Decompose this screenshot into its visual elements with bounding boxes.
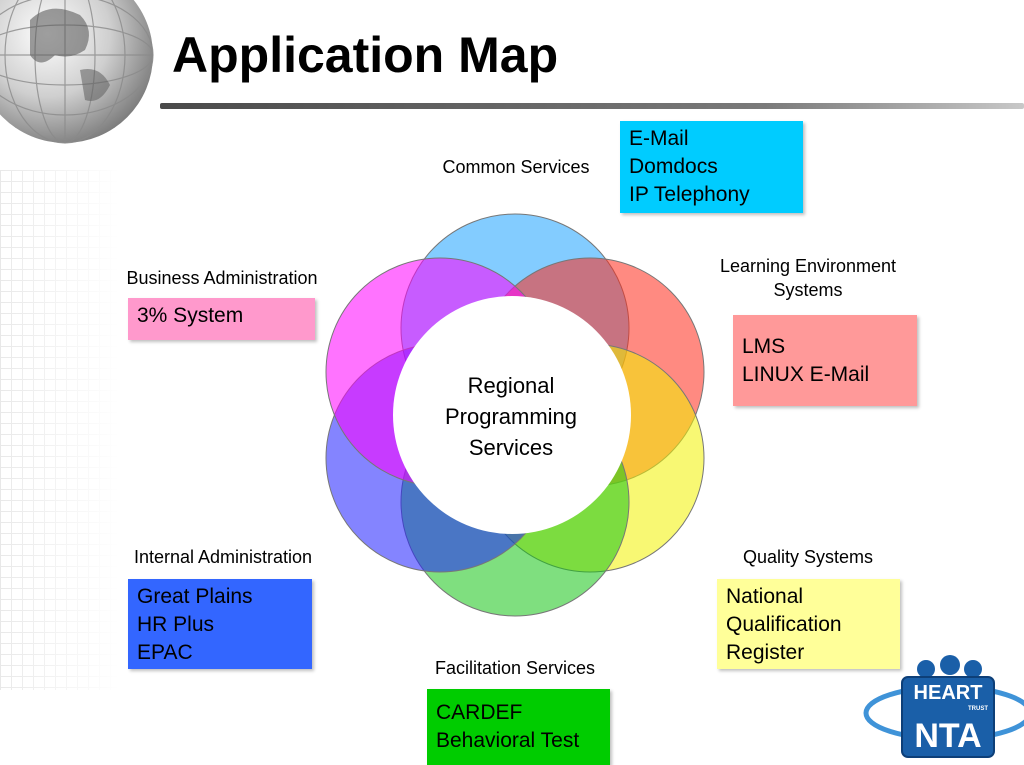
logo-text-trust: TRUST — [968, 706, 988, 712]
facilitation-services-box: CARDEF Behavioral Test — [427, 689, 610, 765]
common-services-box: E-Mail Domdocs IP Telephony — [620, 121, 803, 213]
internal-administration-box: Great Plains HR Plus EPAC — [128, 579, 312, 669]
list-item: Domdocs — [629, 155, 718, 178]
list-item: Qualification — [726, 613, 842, 636]
title-divider — [160, 103, 1024, 109]
list-item: EPAC — [137, 641, 193, 664]
list-item: 3% System — [137, 304, 244, 327]
facilitation-services-label: Facilitation Services — [434, 658, 596, 678]
learning-environment-box: LMS LINUX E-Mail — [733, 315, 917, 406]
list-item: Great Plains — [137, 585, 253, 608]
list-item: Register — [726, 641, 805, 664]
business-administration-label: Business Administration — [126, 268, 318, 288]
business-administration-box: 3% System — [128, 298, 315, 340]
internal-administration-label: Internal Administration — [133, 547, 313, 567]
quality-systems-box: National Qualification Register — [717, 579, 900, 669]
list-item: LMS — [742, 335, 786, 358]
page-title: Application Map — [172, 27, 559, 83]
list-item: National — [726, 585, 804, 608]
logo-text-heart: HEART — [914, 682, 983, 704]
center-hub — [393, 296, 631, 534]
quality-systems-label: Quality Systems — [742, 547, 874, 567]
list-item: Behavioral Test — [436, 729, 580, 752]
globe-icon — [0, 0, 154, 144]
list-item: LINUX E-Mail — [742, 363, 870, 386]
list-item: E-Mail — [629, 127, 689, 150]
center-label: Regional Programming Services — [444, 373, 578, 460]
common-services-label: Common Services — [442, 157, 590, 177]
background-grid-decoration — [0, 170, 120, 690]
list-item: CARDEF — [436, 701, 523, 724]
list-item: IP Telephony — [629, 183, 750, 206]
learning-environment-label: Learning Environment Systems — [719, 256, 897, 300]
list-item: HR Plus — [137, 613, 215, 636]
logo-text-nta: NTA — [914, 717, 981, 755]
heart-trust-nta-logo: HEART TRUST NTA — [863, 655, 1024, 758]
